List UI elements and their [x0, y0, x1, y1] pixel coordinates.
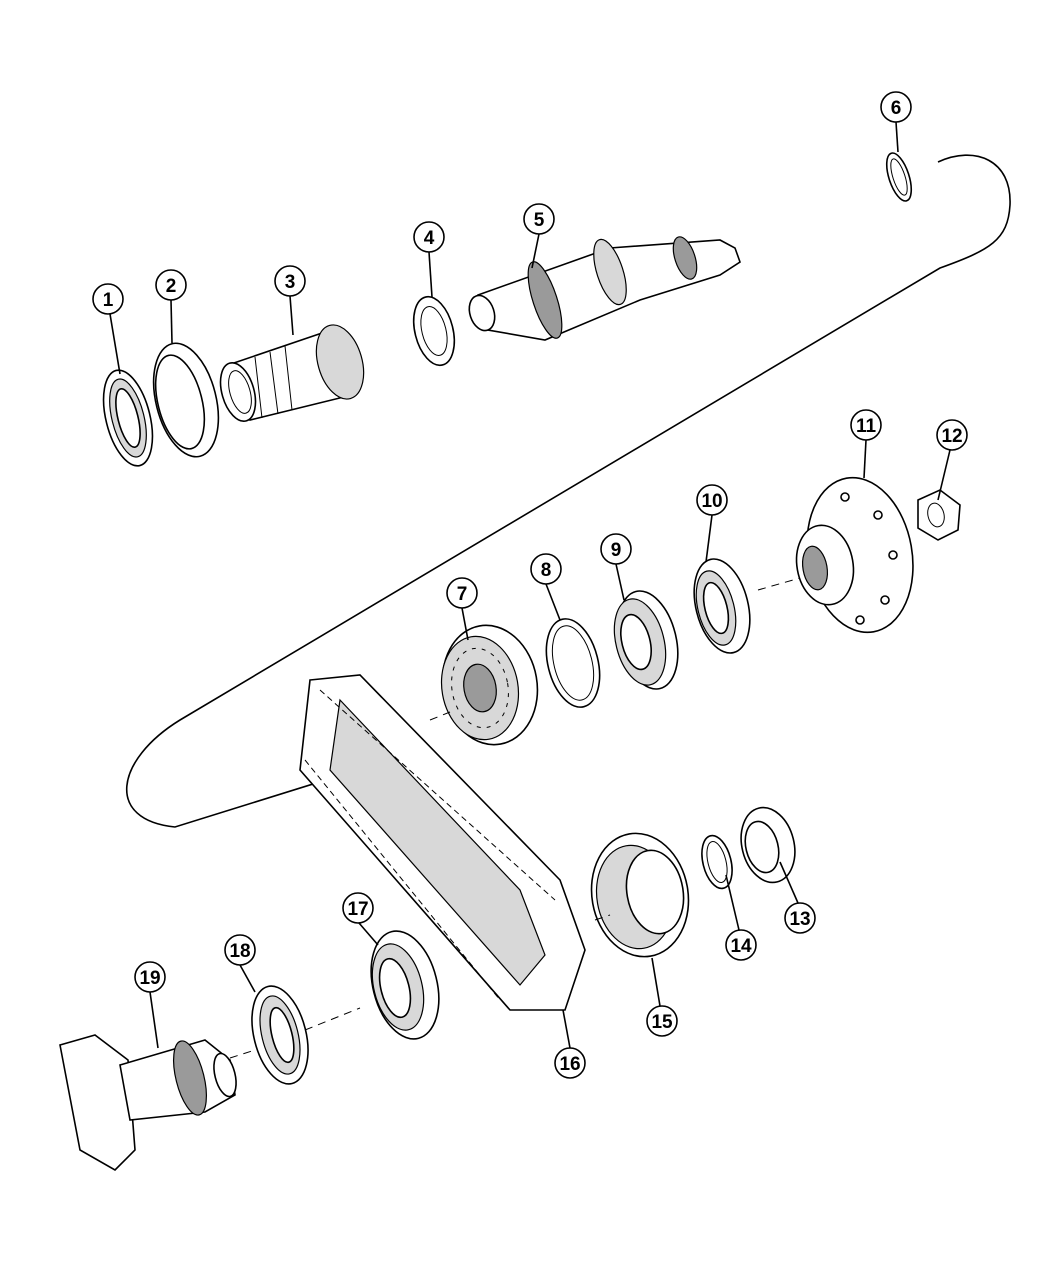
callout-14: 14	[725, 929, 757, 961]
callout-label: 2	[166, 276, 177, 297]
callout-label: 5	[534, 210, 545, 231]
part-2-bearing-cup	[152, 342, 220, 458]
callout-label: 1	[103, 290, 114, 311]
part-10-seal	[693, 558, 751, 654]
callout-label: 10	[701, 491, 722, 512]
callout-18: 18	[224, 934, 256, 966]
part-16-drive-chain	[299, 674, 586, 1011]
callout-17: 17	[342, 892, 374, 924]
part-14-snap-ring	[701, 834, 733, 890]
callout-label: 16	[559, 1054, 580, 1075]
callout-8: 8	[530, 553, 562, 585]
callout-13: 13	[784, 902, 816, 934]
callout-7: 7	[446, 577, 478, 609]
callout-label: 13	[789, 909, 810, 930]
callout-6: 6	[880, 91, 912, 123]
callout-1: 1	[92, 283, 124, 315]
callout-10: 10	[696, 484, 728, 516]
callout-label: 19	[139, 968, 160, 989]
callout-label: 7	[457, 584, 468, 605]
part-13-bearing	[740, 806, 796, 884]
callout-5: 5	[523, 203, 555, 235]
part-1-seal	[102, 369, 154, 467]
callout-label: 18	[229, 941, 250, 962]
part-6-snap-ring	[885, 152, 913, 202]
part-15-driven-sprocket	[590, 832, 690, 958]
part-18-seal	[251, 985, 309, 1085]
part-7-drive-sprocket	[440, 624, 539, 746]
callout-15: 15	[646, 1005, 678, 1037]
callout-label: 6	[891, 98, 902, 119]
callout-2: 2	[155, 269, 187, 301]
callout-16: 16	[554, 1047, 586, 1079]
callout-4: 4	[413, 221, 445, 253]
callout-label: 9	[611, 540, 622, 561]
part-5-mainshaft	[468, 236, 741, 341]
callout-label: 15	[651, 1012, 673, 1033]
part-17-bearing	[370, 930, 440, 1040]
callout-label: 17	[347, 899, 368, 920]
callout-label: 8	[541, 560, 552, 581]
part-9-bearing	[613, 590, 679, 690]
callout-12: 12	[936, 419, 968, 451]
part-3-drive-sleeve	[219, 324, 365, 422]
callout-19: 19	[134, 961, 166, 993]
callout-3: 3	[274, 265, 306, 297]
part-8-snap-ring	[545, 618, 601, 708]
callout-label: 14	[730, 936, 752, 957]
callout-11: 11	[850, 409, 882, 441]
part-4-thrust-washer	[412, 295, 456, 367]
callout-label: 3	[285, 272, 296, 293]
callout-9: 9	[600, 533, 632, 565]
part-11-companion-flange	[795, 476, 914, 634]
callout-label: 11	[856, 416, 877, 437]
part-19-output-shaft	[59, 1034, 237, 1171]
callout-label: 4	[424, 228, 435, 249]
assembly-loop-line	[125, 154, 1011, 828]
leader-lines	[109, 121, 951, 1049]
callout-label: 12	[941, 426, 962, 447]
centerline-dashes	[229, 577, 801, 1059]
